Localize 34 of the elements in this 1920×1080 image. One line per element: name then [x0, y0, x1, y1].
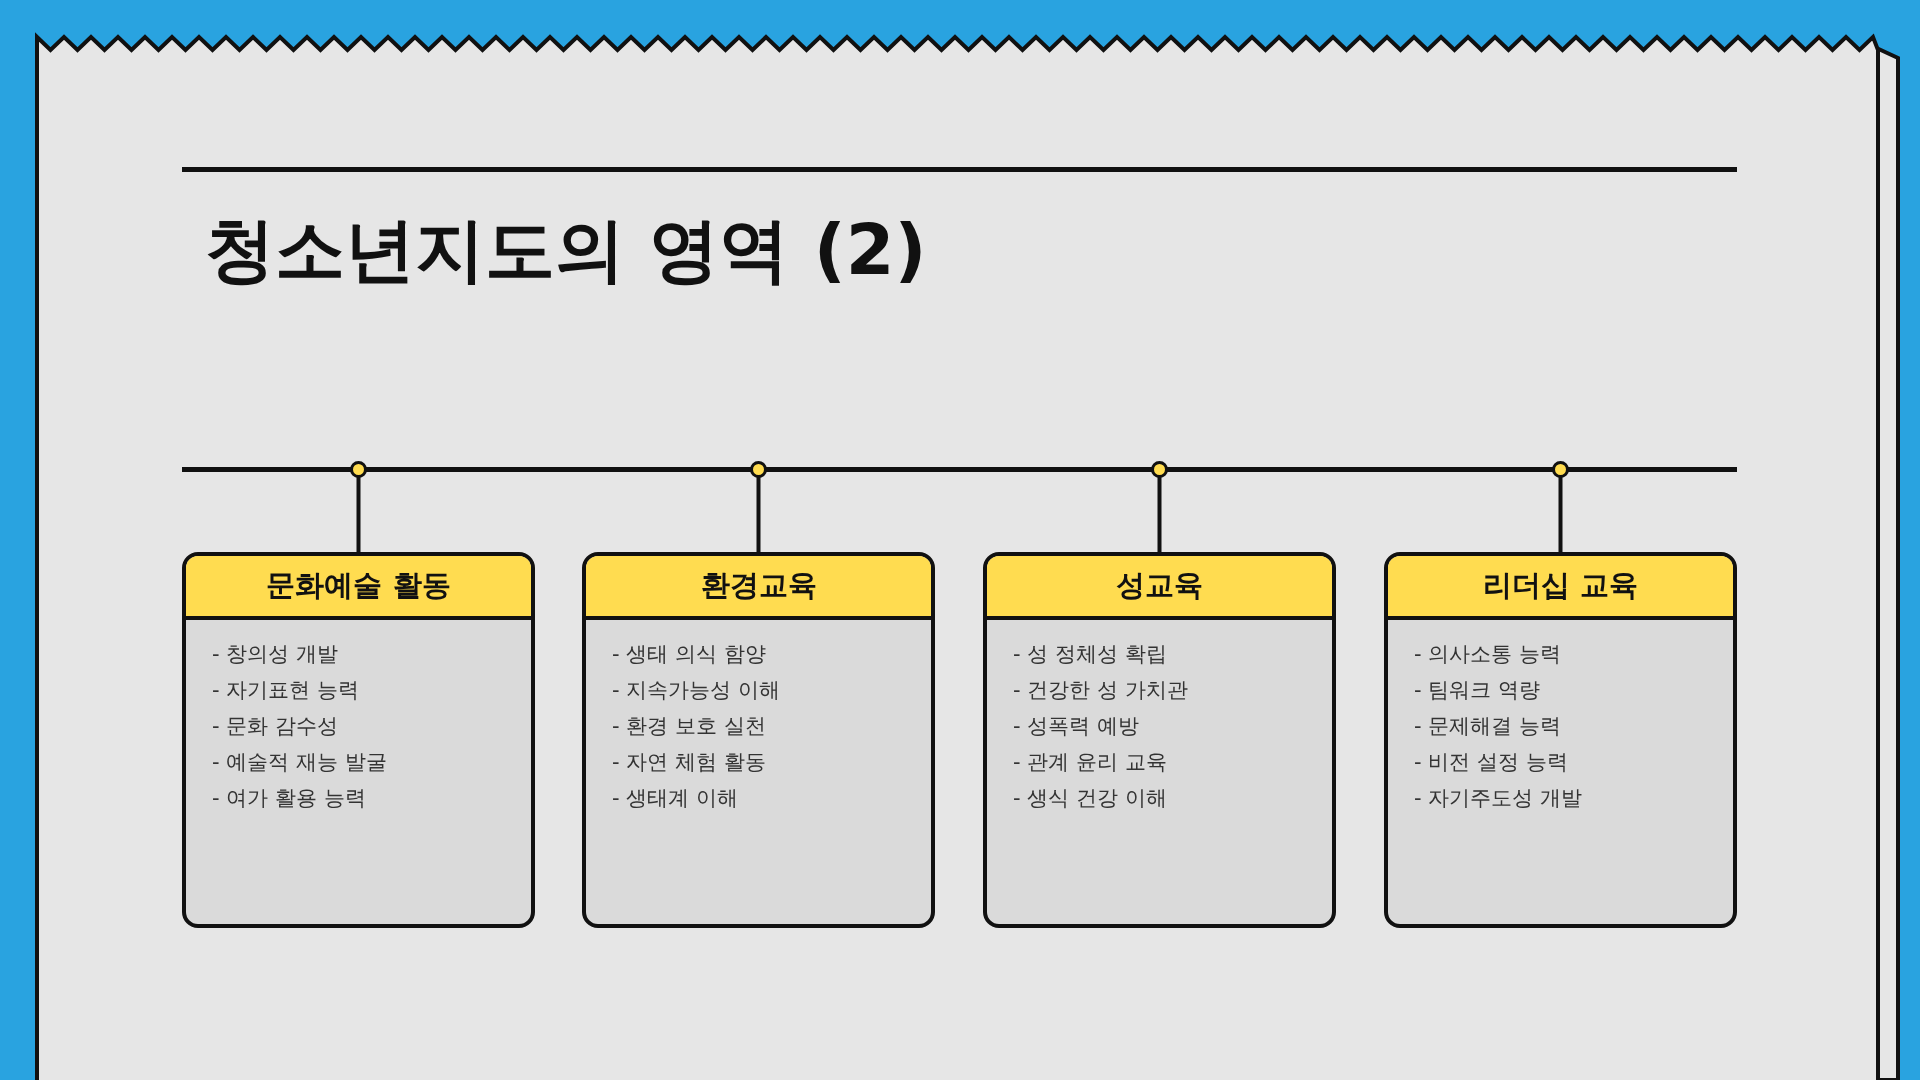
list-item: - 건강한 성 가치관 [1013, 677, 1188, 704]
list-item: - 생태 의식 함양 [612, 641, 766, 668]
card [1384, 552, 1737, 928]
list-item: - 예술적 재능 발굴 [212, 749, 387, 776]
card [582, 552, 935, 928]
list-item: - 자기주도성 개발 [1414, 785, 1582, 812]
list-item: - 여가 활용 능력 [212, 785, 366, 812]
list-item: - 자연 체험 활동 [612, 749, 766, 776]
list-item: - 생식 건강 이해 [1013, 785, 1167, 812]
list-item: - 환경 보호 실천 [612, 713, 766, 740]
list-item: - 의사소통 능력 [1414, 641, 1561, 668]
card-heading: 환경교육 [586, 556, 931, 620]
list-item: - 관계 윤리 교육 [1013, 749, 1167, 776]
slide-title: 청소년지도의 영역 (2) [205, 212, 927, 289]
card-heading: 성교육 [987, 556, 1332, 620]
connector-line [350, 461, 367, 552]
connector-line [1151, 461, 1168, 552]
list-item: - 비전 설정 능력 [1414, 749, 1568, 776]
list-item: - 팀워크 역량 [1414, 677, 1540, 704]
card-heading: 문화예술 활동 [186, 556, 531, 620]
list-item: - 생태계 이해 [612, 785, 738, 812]
card [983, 552, 1336, 928]
list-item: - 문화 감수성 [212, 713, 338, 740]
list-item: - 지속가능성 이해 [612, 677, 780, 704]
card-heading: 리더십 교육 [1388, 556, 1733, 620]
list-item: - 창의성 개발 [212, 641, 338, 668]
card [182, 552, 535, 928]
timeline-bar [182, 467, 1737, 472]
list-item: - 자기표현 능력 [212, 677, 359, 704]
connector-line [750, 461, 767, 552]
connector-line [1552, 461, 1569, 552]
list-item: - 성폭력 예방 [1013, 713, 1139, 740]
list-item: - 성 정체성 확립 [1013, 641, 1167, 668]
list-item: - 문제해결 능력 [1414, 713, 1561, 740]
